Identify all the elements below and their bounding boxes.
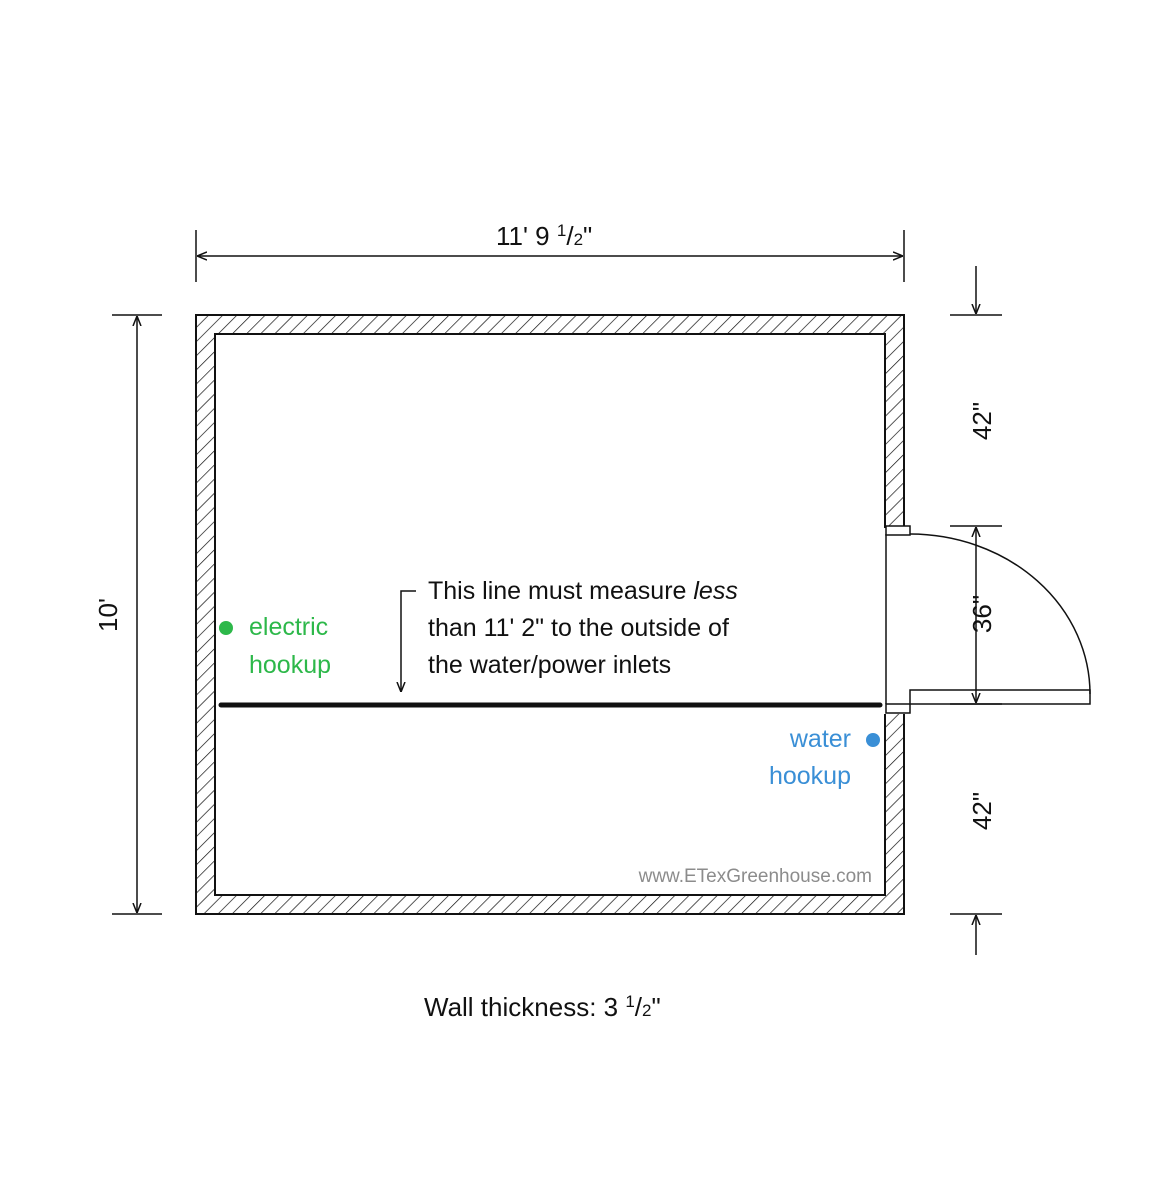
side-top-dimension-label: 42" — [967, 402, 997, 440]
wall-inner-outline — [214, 333, 886, 896]
wall-left — [196, 315, 215, 914]
annotation-leader — [401, 590, 416, 692]
door-jamb-top — [885, 525, 911, 536]
side-bottom-dimension-label: 42" — [967, 792, 997, 830]
wall-top — [196, 315, 904, 334]
height-dimension: 10' — [93, 314, 162, 915]
wall-bottom — [196, 895, 904, 914]
width-dimension: 11' 9 1/2" — [195, 221, 905, 282]
walls — [195, 314, 905, 915]
side-dimensions: 42" 36" 42" — [950, 266, 1002, 955]
annotation-line-2: than 11' 2" to the outside of — [428, 614, 729, 642]
height-dimension-label: 10' — [93, 598, 123, 632]
watermark: www.ETexGreenhouse.com — [638, 866, 872, 887]
wall-right-lower — [885, 714, 904, 914]
wall-right-upper — [885, 315, 904, 528]
electric-hookup-dot — [219, 621, 233, 635]
wall-thickness-note: Wall thickness: 3 1/2" — [424, 992, 661, 1022]
door-leaf — [909, 689, 1091, 705]
electric-hookup-label-1: electric — [249, 613, 328, 641]
door-width-dimension-label: 36" — [967, 595, 997, 633]
annotation-line-3: the water/power inlets — [428, 651, 671, 679]
water-hookup-dot — [866, 733, 880, 747]
door-jamb-bottom — [885, 703, 911, 714]
width-dimension-label: 11' 9 1/2" — [496, 221, 592, 251]
annotation-line-1: This line must measure less — [428, 577, 738, 605]
wall-outer-outline — [195, 314, 905, 915]
door-swing-arc — [909, 533, 1091, 695]
water-hookup-label-2: hookup — [769, 762, 851, 790]
electric-hookup-label-2: hookup — [249, 651, 331, 679]
water-hookup-label-1: water — [789, 725, 851, 753]
